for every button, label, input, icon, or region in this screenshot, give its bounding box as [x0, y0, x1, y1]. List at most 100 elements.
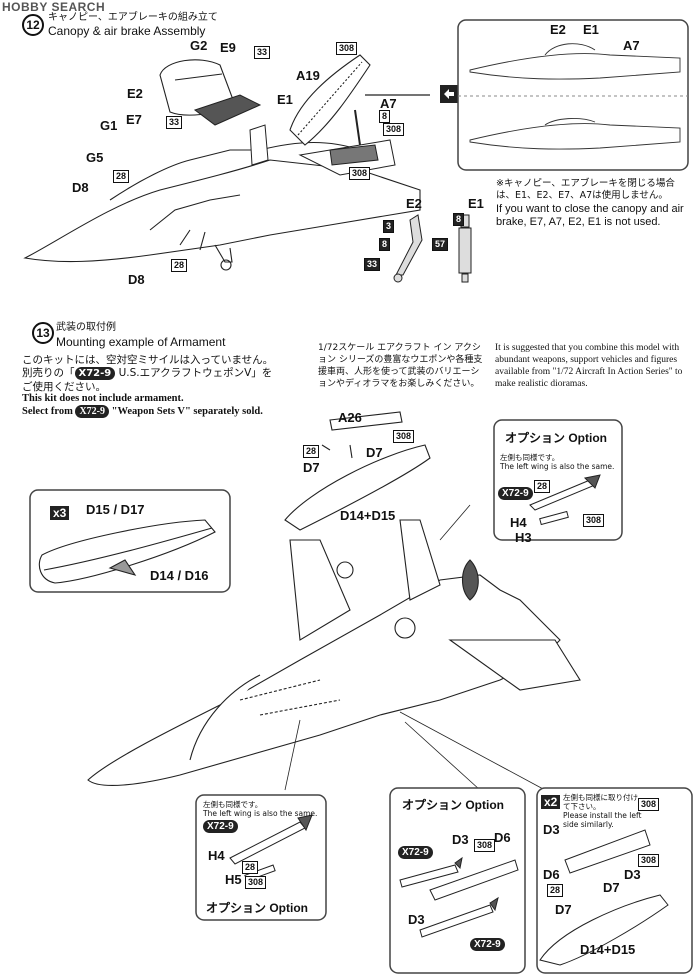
center-tank — [284, 411, 431, 531]
part-label: G2 — [190, 38, 208, 53]
part-number: 28 — [113, 170, 130, 183]
part-label: E2 — [127, 86, 143, 101]
mid-note-jp: 1/72スケール エアクラフト イン アクション シリーズの豊富なウエポンや各種… — [318, 343, 483, 389]
option-top-code: X72-9 — [498, 483, 533, 501]
part-label: D7 — [603, 880, 620, 895]
part-label: D3 — [408, 912, 425, 927]
part-label: D8 — [128, 272, 145, 287]
hobby-search-logo: HOBBY SEARCH — [2, 0, 105, 14]
step-12-title-en: Canopy & air brake Assembly — [48, 24, 206, 38]
option-top-title: オプション Option — [505, 431, 607, 445]
part-label: E9 — [220, 40, 236, 55]
intro-jp-line3: ご使用ください。 — [22, 381, 106, 393]
part-number: 308 — [638, 854, 660, 867]
option-top-frame — [493, 419, 623, 541]
part-label: E1 — [277, 92, 293, 107]
option-br-frame — [536, 787, 693, 974]
part-label: D6 — [494, 830, 511, 845]
multiplier-badge: x3 — [50, 506, 70, 520]
part-number: 8 — [453, 213, 465, 226]
part-label: A19 — [296, 68, 320, 83]
option-bl-title: オプション Option — [206, 901, 308, 915]
part-label: G1 — [100, 118, 118, 133]
option-top-note-en: The left wing is also the same. — [500, 462, 615, 471]
part-number: 8 — [379, 238, 391, 251]
part-label: D14+D15 — [340, 508, 396, 523]
inset-aircraft — [469, 43, 681, 150]
part-number: 308 — [638, 798, 660, 811]
logo-text: HOBBY SEARCH — [2, 0, 106, 14]
part-label: D8 — [72, 180, 89, 195]
part-label: D14+D15 — [580, 942, 636, 957]
tank-label-d14-d16: D14 / D16 — [150, 568, 209, 583]
intro-en-line2: Select from X72-9 "Weapon Sets V" separa… — [22, 405, 263, 418]
part-label: D7 — [366, 445, 383, 460]
part-number: 33 — [166, 116, 183, 129]
part-number: 28 — [534, 480, 551, 493]
part-number: 33 — [254, 46, 271, 59]
part-number: 8 — [379, 110, 391, 123]
part-number: 33 — [364, 258, 381, 271]
step-12-number: 12 — [22, 14, 44, 36]
option-bm-code: X72-9 — [398, 842, 433, 860]
part-label: D7 — [303, 460, 320, 475]
closed-note-en: If you want to close the canopy and air … — [496, 203, 684, 228]
option-bl-note-jp: 左側も同様です。 — [203, 800, 263, 809]
part-label: D6 — [543, 867, 560, 882]
wing-section — [298, 139, 396, 176]
step12-fuselage — [23, 142, 421, 271]
part-label: H4 — [208, 848, 225, 863]
option-bl-code: X72-9 — [203, 816, 238, 834]
part-number: 308 — [393, 430, 415, 443]
part-number: 308 — [349, 167, 371, 180]
right-note-en: It is suggested that you combine this mo… — [495, 343, 683, 389]
part-label: A7 — [380, 96, 397, 111]
part-label: D3 — [452, 832, 469, 847]
part-label: E2 — [406, 196, 422, 211]
part-label: H3 — [515, 530, 532, 545]
part-label: A26 — [338, 410, 362, 425]
part-label: D7 — [555, 902, 572, 917]
part-label: D3 — [624, 867, 641, 882]
closed-note-jp: ※キャノピー、エアブレーキを閉じる場合は、E1、E2、E7、A7は使用しません。 — [496, 178, 675, 201]
leader-lines — [284, 504, 546, 791]
intro-en-line1: This kit does not include armament. — [22, 393, 184, 404]
closed-canopy-inset — [457, 19, 689, 171]
part-number: 308 — [583, 514, 605, 527]
option-br-note-en: Please install the left side similarly. — [563, 811, 642, 829]
step-13-title-en: Mounting example of Armament — [56, 335, 226, 349]
part-number: 308 — [336, 42, 358, 55]
intro-jp-line2: 別売りの「X72-9 U.S.エアクラフトウェポンV」を — [22, 367, 273, 380]
part-number: 28 — [171, 259, 188, 272]
part-number: 308 — [474, 839, 496, 852]
inset-label: E2 — [550, 22, 566, 37]
part-label: E1 — [468, 196, 484, 211]
part-number: 28 — [242, 861, 259, 874]
main-aircraft — [87, 519, 581, 786]
part-label: E7 — [126, 112, 142, 127]
multiplier-badge-x2: x2 — [541, 795, 561, 809]
a19-air-brake — [289, 54, 371, 146]
option-bl-note-en: The left wing is also the same. — [203, 809, 318, 818]
intro-jp-line1: このキットには、空対空ミサイルは入っていません。 — [22, 354, 274, 366]
a7-rod — [354, 109, 361, 146]
part-label: G5 — [86, 150, 104, 165]
step-13-title-jp: 武装の取付例 — [56, 322, 116, 333]
part-number: 308 — [383, 123, 405, 136]
part-number: 308 — [245, 876, 267, 889]
option-bm-code-2: X72-9 — [470, 934, 505, 952]
part-number: 28 — [547, 884, 564, 897]
option-bm-title: オプション Option — [402, 798, 504, 812]
part-number: 57 — [432, 238, 449, 251]
inset-label: A7 — [623, 38, 640, 53]
part-number: 3 — [383, 220, 395, 233]
part-number: 28 — [303, 445, 320, 458]
e1-strut — [458, 214, 472, 283]
step-12-title-jp: キャノピー、エアブレーキの組み立て — [48, 12, 218, 23]
air-brake-panel — [193, 94, 269, 166]
missile-top — [529, 474, 601, 526]
part-label: D3 — [543, 822, 560, 837]
x72-9-badge: X72-9 — [74, 367, 116, 380]
part-label: H4 — [510, 515, 527, 530]
